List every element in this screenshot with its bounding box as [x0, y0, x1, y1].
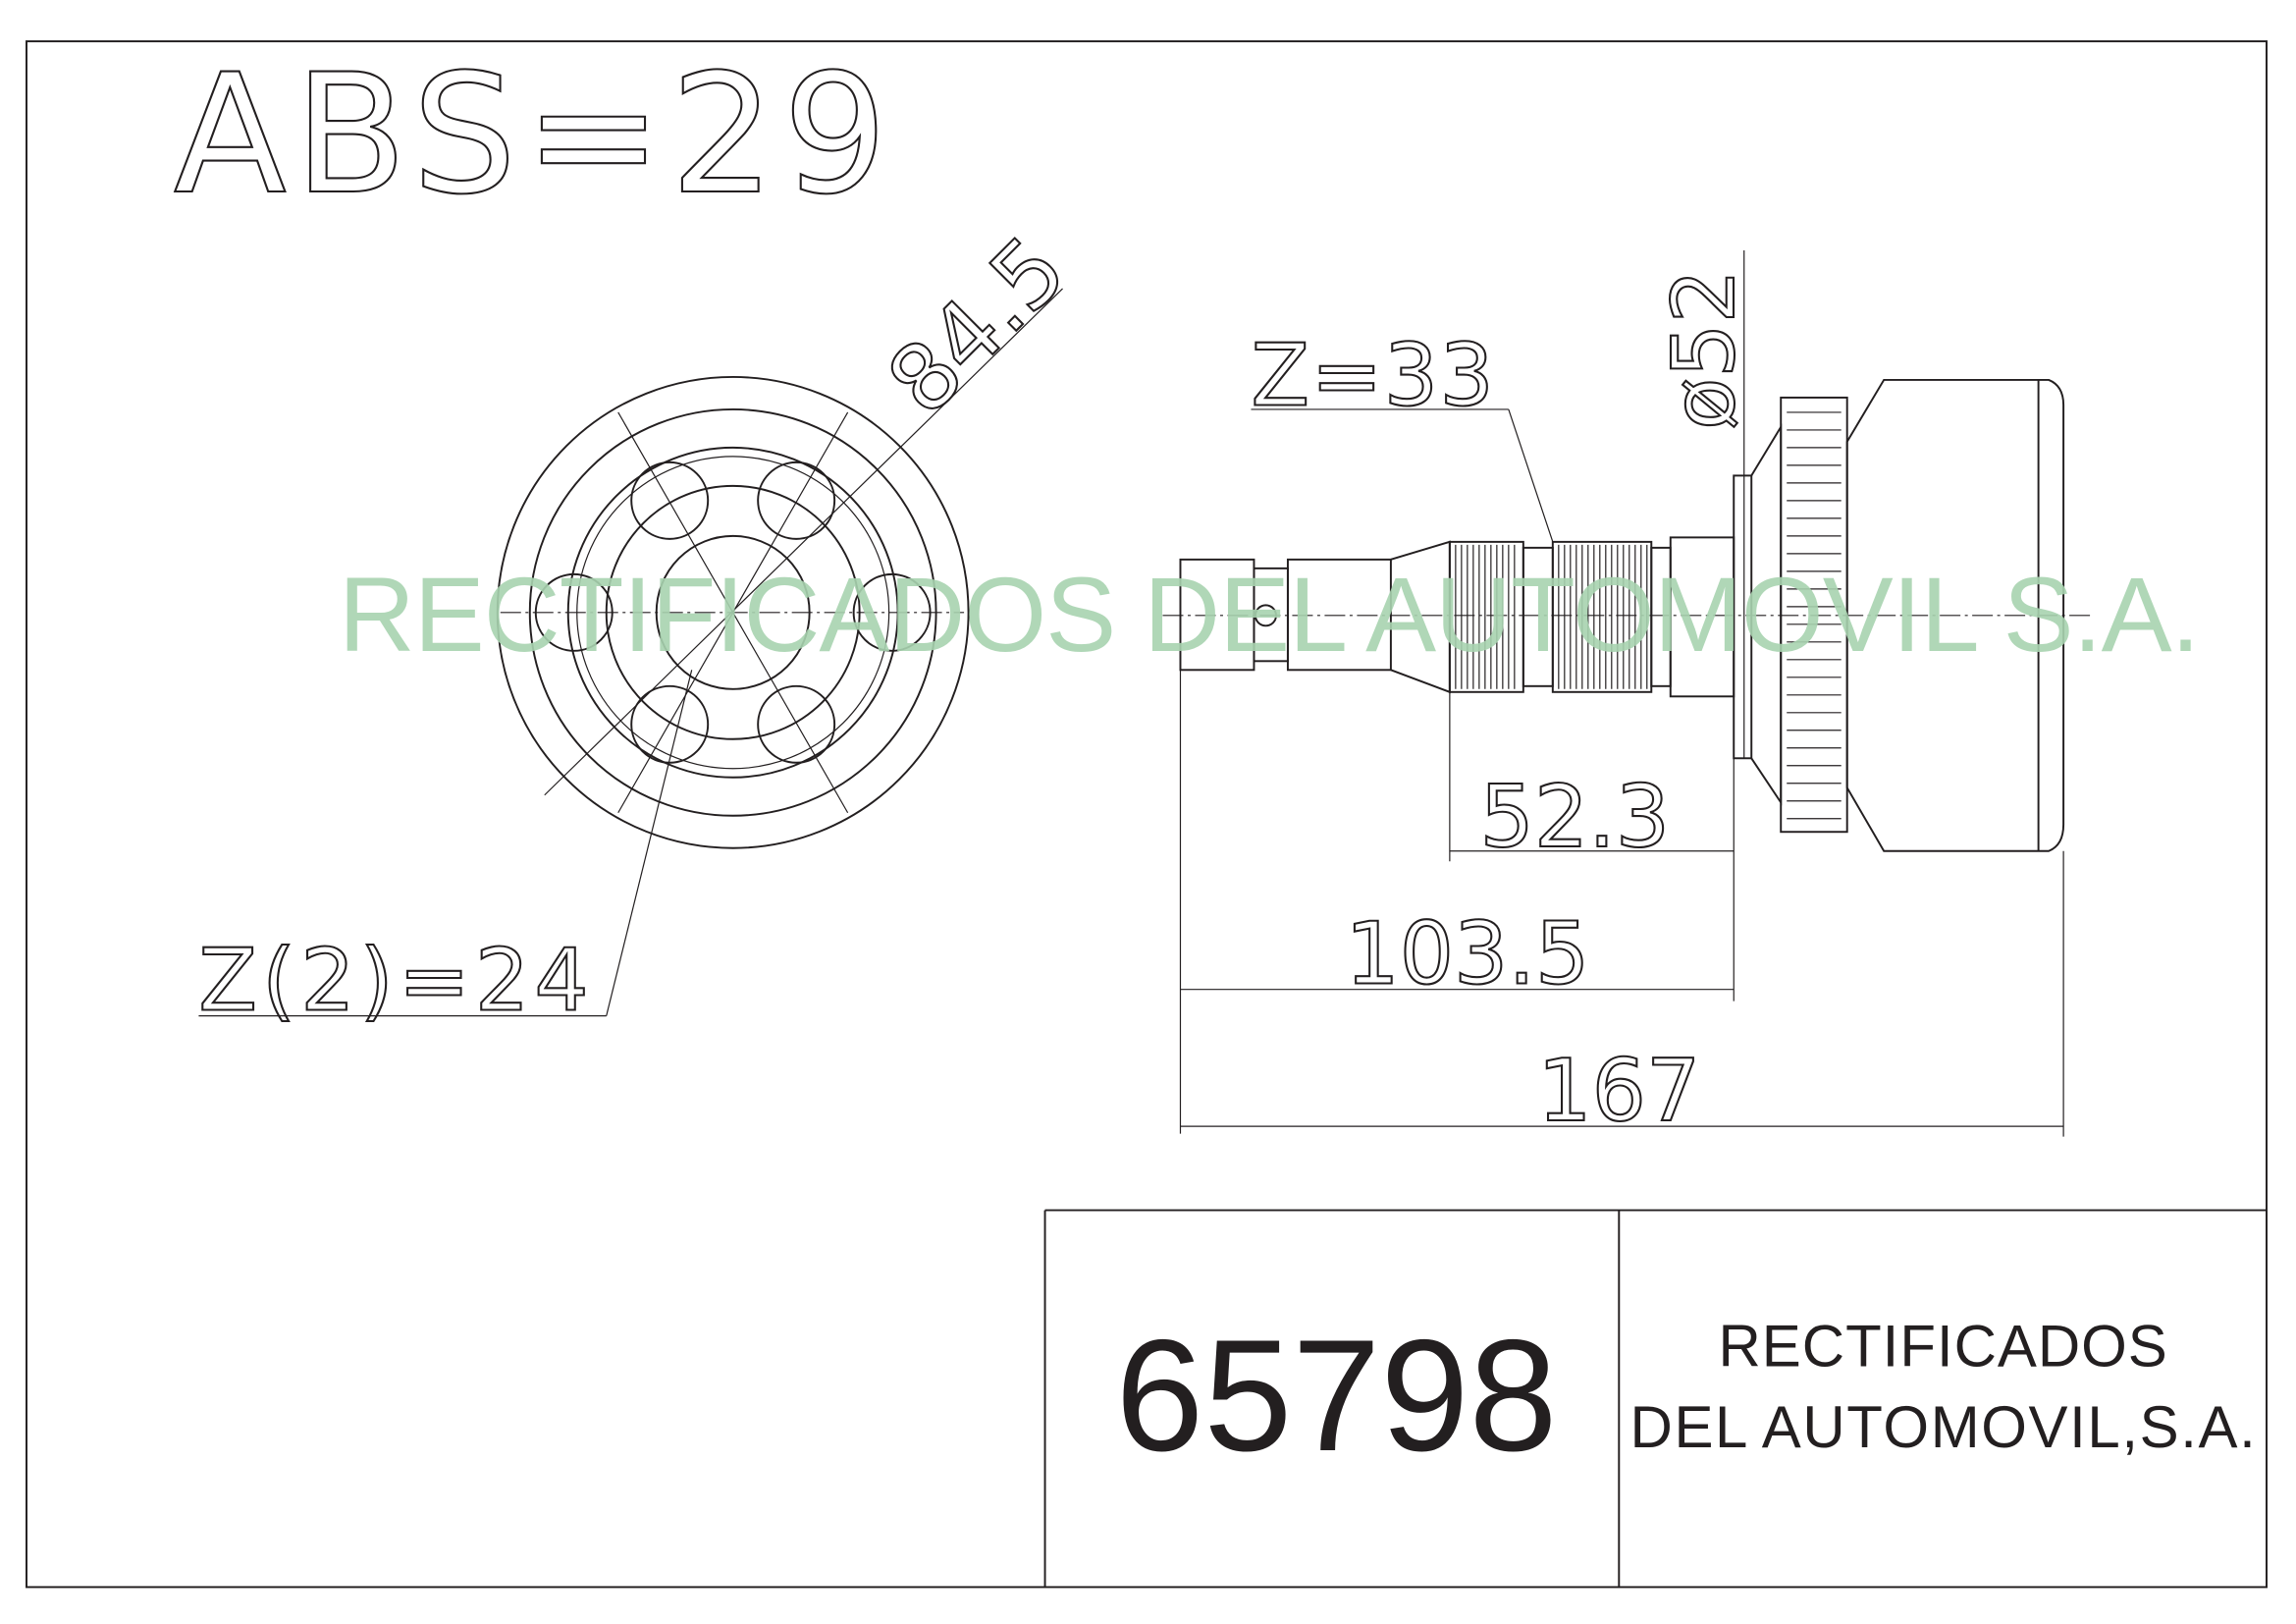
abs-label: ABS=29 — [174, 38, 887, 231]
dim-length-spline: 52.3 — [1480, 767, 1671, 867]
title-block: 65798 RECTIFICADOS DEL AUTOMOVIL,S.A. — [1043, 1209, 2268, 1588]
dim-length-total: 167 — [1537, 1041, 1700, 1141]
dim-length-shaft: 103.5 — [1345, 904, 1589, 1004]
dimension-lines — [1179, 249, 2064, 1137]
spline-teeth — [1455, 411, 1842, 820]
drawing-frame — [26, 40, 2268, 1589]
dim-outer-diameter: 84.5 — [868, 216, 1087, 435]
watermark: RECTIFICADOS DEL AUTOMOVIL S.A. — [339, 555, 2201, 674]
part-number: 65798 — [1115, 1307, 1557, 1485]
company-line-1: RECTIFICADOS — [1719, 1314, 2167, 1380]
joint-side-view — [1179, 378, 2065, 852]
dim-diameter: ø52 — [1654, 269, 1754, 430]
dim-spline-teeth: Z=33 — [1251, 325, 1493, 425]
joint-front-view — [198, 288, 1063, 1017]
company-line-2: DEL AUTOMOVIL,S.A. — [1630, 1394, 2256, 1460]
